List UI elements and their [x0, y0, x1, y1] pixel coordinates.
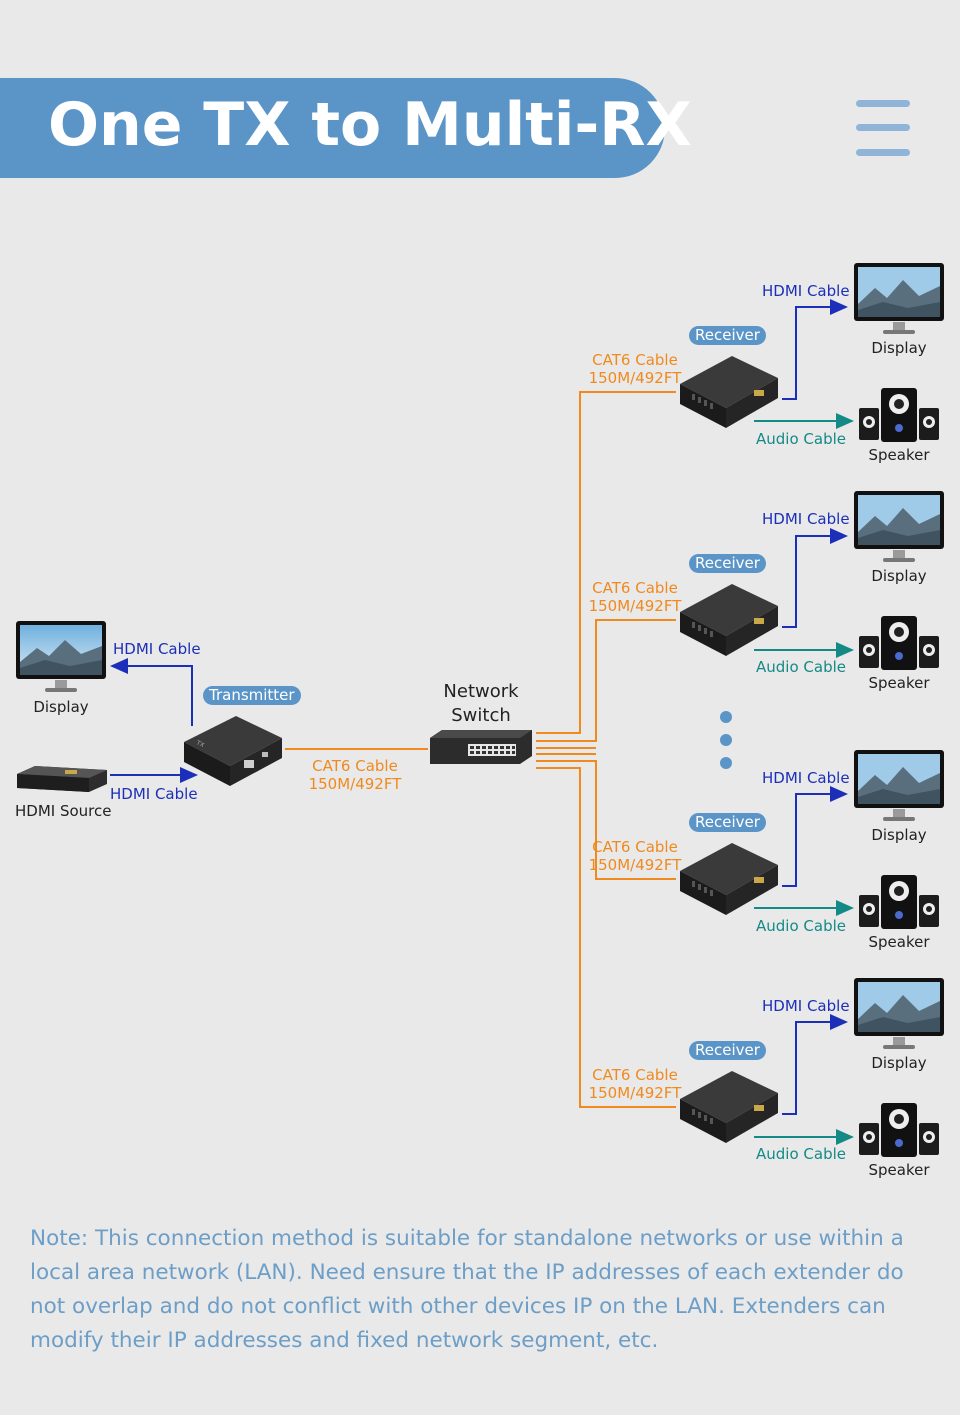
- rx-cat6-label: CAT6 Cable: [592, 351, 678, 369]
- speaker-icon: [859, 388, 939, 442]
- tx-cat6-length: 150M/492FT: [308, 775, 402, 793]
- rx-audio-label: Audio Cable: [756, 658, 846, 676]
- receiver-device-icon: [680, 584, 778, 656]
- speaker-icon: [859, 1103, 939, 1157]
- transmitter-device-icon: TX: [184, 716, 282, 786]
- switch-label-line1: Network: [443, 681, 519, 702]
- hamburger-menu-icon[interactable]: [856, 100, 910, 158]
- rx-speaker-label: Speaker: [868, 933, 930, 951]
- hdmi-source-label: HDMI Source: [15, 802, 112, 820]
- receiver-badge: Receiver: [689, 326, 766, 345]
- rx-cat6-label: CAT6 Cable: [592, 1066, 678, 1084]
- rx-cat6-length: 150M/492FT: [588, 1084, 682, 1102]
- display-monitor-icon: [854, 263, 944, 334]
- network-switch-icon: [430, 730, 532, 764]
- rx-audio-label: Audio Cable: [756, 917, 846, 935]
- note-text: Note: This connection method is suitable…: [30, 1226, 904, 1353]
- display-monitor-icon: [854, 978, 944, 1049]
- source-hdmi-in-label: HDMI Cable: [110, 785, 198, 803]
- rx-speaker-label: Speaker: [868, 446, 930, 464]
- rx-hdmi-label: HDMI Cable: [762, 510, 850, 528]
- tx-cat6-label: CAT6 Cable: [312, 757, 398, 775]
- rx-speaker-label: Speaker: [868, 1161, 930, 1179]
- receiver-device-icon: [680, 356, 778, 428]
- rx-audio-label: Audio Cable: [756, 430, 846, 448]
- switch-label-line2: Switch: [451, 705, 511, 726]
- rx-cat6-label: CAT6 Cable: [592, 838, 678, 856]
- rx-audio-label: Audio Cable: [756, 1145, 846, 1163]
- speaker-icon: [859, 616, 939, 670]
- transmitter-badge: Transmitter: [203, 686, 301, 705]
- page-title: One TX to Multi-RX: [48, 90, 692, 160]
- receiver-badge: Receiver: [689, 554, 766, 573]
- speaker-icon: [859, 875, 939, 929]
- display-monitor-icon: [854, 750, 944, 821]
- rx-cat6-length: 150M/492FT: [588, 597, 682, 615]
- rx-display-label: Display: [871, 826, 927, 844]
- display-monitor-icon: [854, 491, 944, 562]
- source-hdmi-out-label: HDMI Cable: [113, 640, 201, 658]
- rx-cat6-length: 150M/492FT: [588, 856, 682, 874]
- receiver-device-icon: [680, 843, 778, 915]
- receiver-badge: Receiver: [689, 1041, 766, 1060]
- hdmi-source-box-icon: [17, 766, 107, 792]
- rx-display-label: Display: [871, 339, 927, 357]
- source-display-label: Display: [33, 698, 89, 716]
- rx-hdmi-label: HDMI Cable: [762, 997, 850, 1015]
- rx-hdmi-label: HDMI Cable: [762, 282, 850, 300]
- rx-hdmi-label: HDMI Cable: [762, 769, 850, 787]
- display-monitor-icon: [16, 621, 106, 692]
- rx-speaker-label: Speaker: [868, 674, 930, 692]
- receiver-badge: Receiver: [689, 813, 766, 832]
- svg-text:TX: TX: [194, 739, 205, 749]
- rx-display-label: Display: [871, 567, 927, 585]
- title-banner: [0, 78, 665, 178]
- receiver-device-icon: [680, 1071, 778, 1143]
- rx-cat6-length: 150M/492FT: [588, 369, 682, 387]
- rx-cat6-label: CAT6 Cable: [592, 579, 678, 597]
- rx-display-label: Display: [871, 1054, 927, 1072]
